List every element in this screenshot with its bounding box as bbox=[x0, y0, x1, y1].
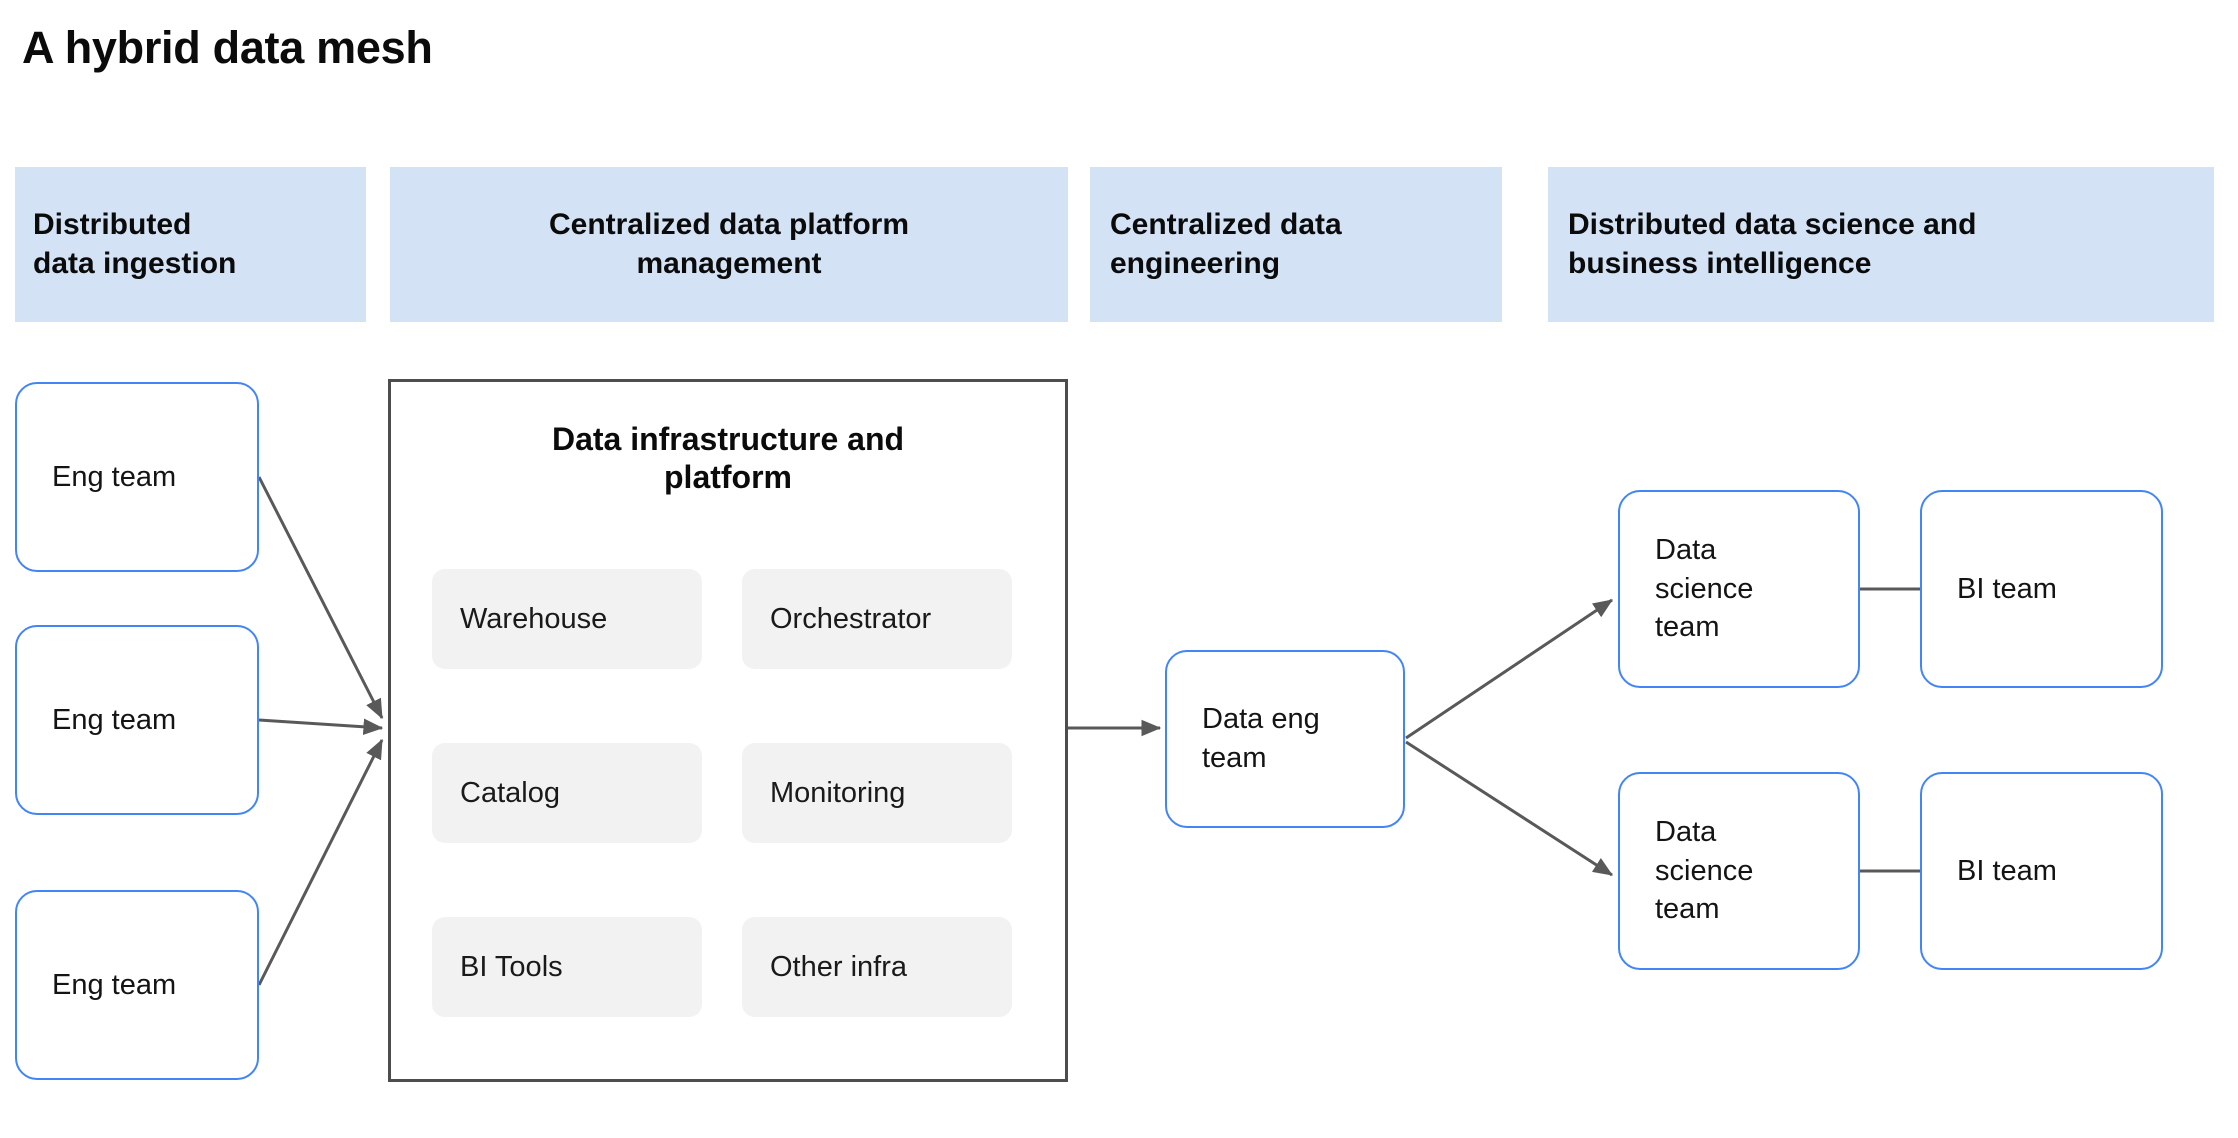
platform-panel-title: Data infrastructure and platform bbox=[551, 421, 905, 496]
node-eng-team-2[interactable]: Eng team bbox=[15, 625, 259, 815]
column-header-label: Centralized data engineering bbox=[1110, 208, 1342, 280]
column-header-4: Distributed data science and business in… bbox=[1548, 167, 2214, 322]
platform-chip-orchestrator[interactable]: Orchestrator bbox=[742, 569, 1012, 669]
page-title: A hybrid data mesh bbox=[22, 22, 433, 73]
column-header-label: Distributed data science and business in… bbox=[1568, 208, 1977, 280]
node-data-science-team-1[interactable]: Data science team bbox=[1618, 490, 1860, 688]
node-eng-team-1[interactable]: Eng team bbox=[15, 382, 259, 572]
node-bi-team-1[interactable]: BI team bbox=[1920, 490, 2163, 688]
node-data-science-team-2[interactable]: Data science team bbox=[1618, 772, 1860, 970]
column-header-1: Distributed data ingestion bbox=[15, 167, 366, 322]
connector-eng-team-3-to-platform-panel bbox=[257, 738, 384, 986]
column-header-3: Centralized data engineering bbox=[1090, 167, 1502, 322]
connector-eng-team-2-to-platform-panel bbox=[258, 718, 384, 736]
connector-eng-team-1-to-platform-panel bbox=[257, 476, 384, 720]
platform-chip-catalog[interactable]: Catalog bbox=[432, 743, 702, 843]
connector-data-eng-team-to-data-science-team-1 bbox=[1405, 598, 1613, 740]
column-header-2: Centralized data platform management bbox=[390, 167, 1068, 322]
node-bi-team-2[interactable]: BI team bbox=[1920, 772, 2163, 970]
platform-chip-other-infra[interactable]: Other infra bbox=[742, 917, 1012, 1017]
platform-chip-bi-tools[interactable]: BI Tools bbox=[432, 917, 702, 1017]
node-eng-team-3[interactable]: Eng team bbox=[15, 890, 259, 1080]
platform-chip-warehouse[interactable]: Warehouse bbox=[432, 569, 702, 669]
connector-data-eng-team-to-data-science-team-2 bbox=[1405, 740, 1614, 877]
node-data-eng-team[interactable]: Data eng team bbox=[1165, 650, 1405, 828]
column-header-label: Centralized data platform management bbox=[548, 208, 910, 280]
column-header-label: Distributed data ingestion bbox=[33, 208, 237, 280]
data-platform-panel: Data infrastructure and platform Warehou… bbox=[388, 379, 1068, 1082]
platform-chip-monitoring[interactable]: Monitoring bbox=[742, 743, 1012, 843]
